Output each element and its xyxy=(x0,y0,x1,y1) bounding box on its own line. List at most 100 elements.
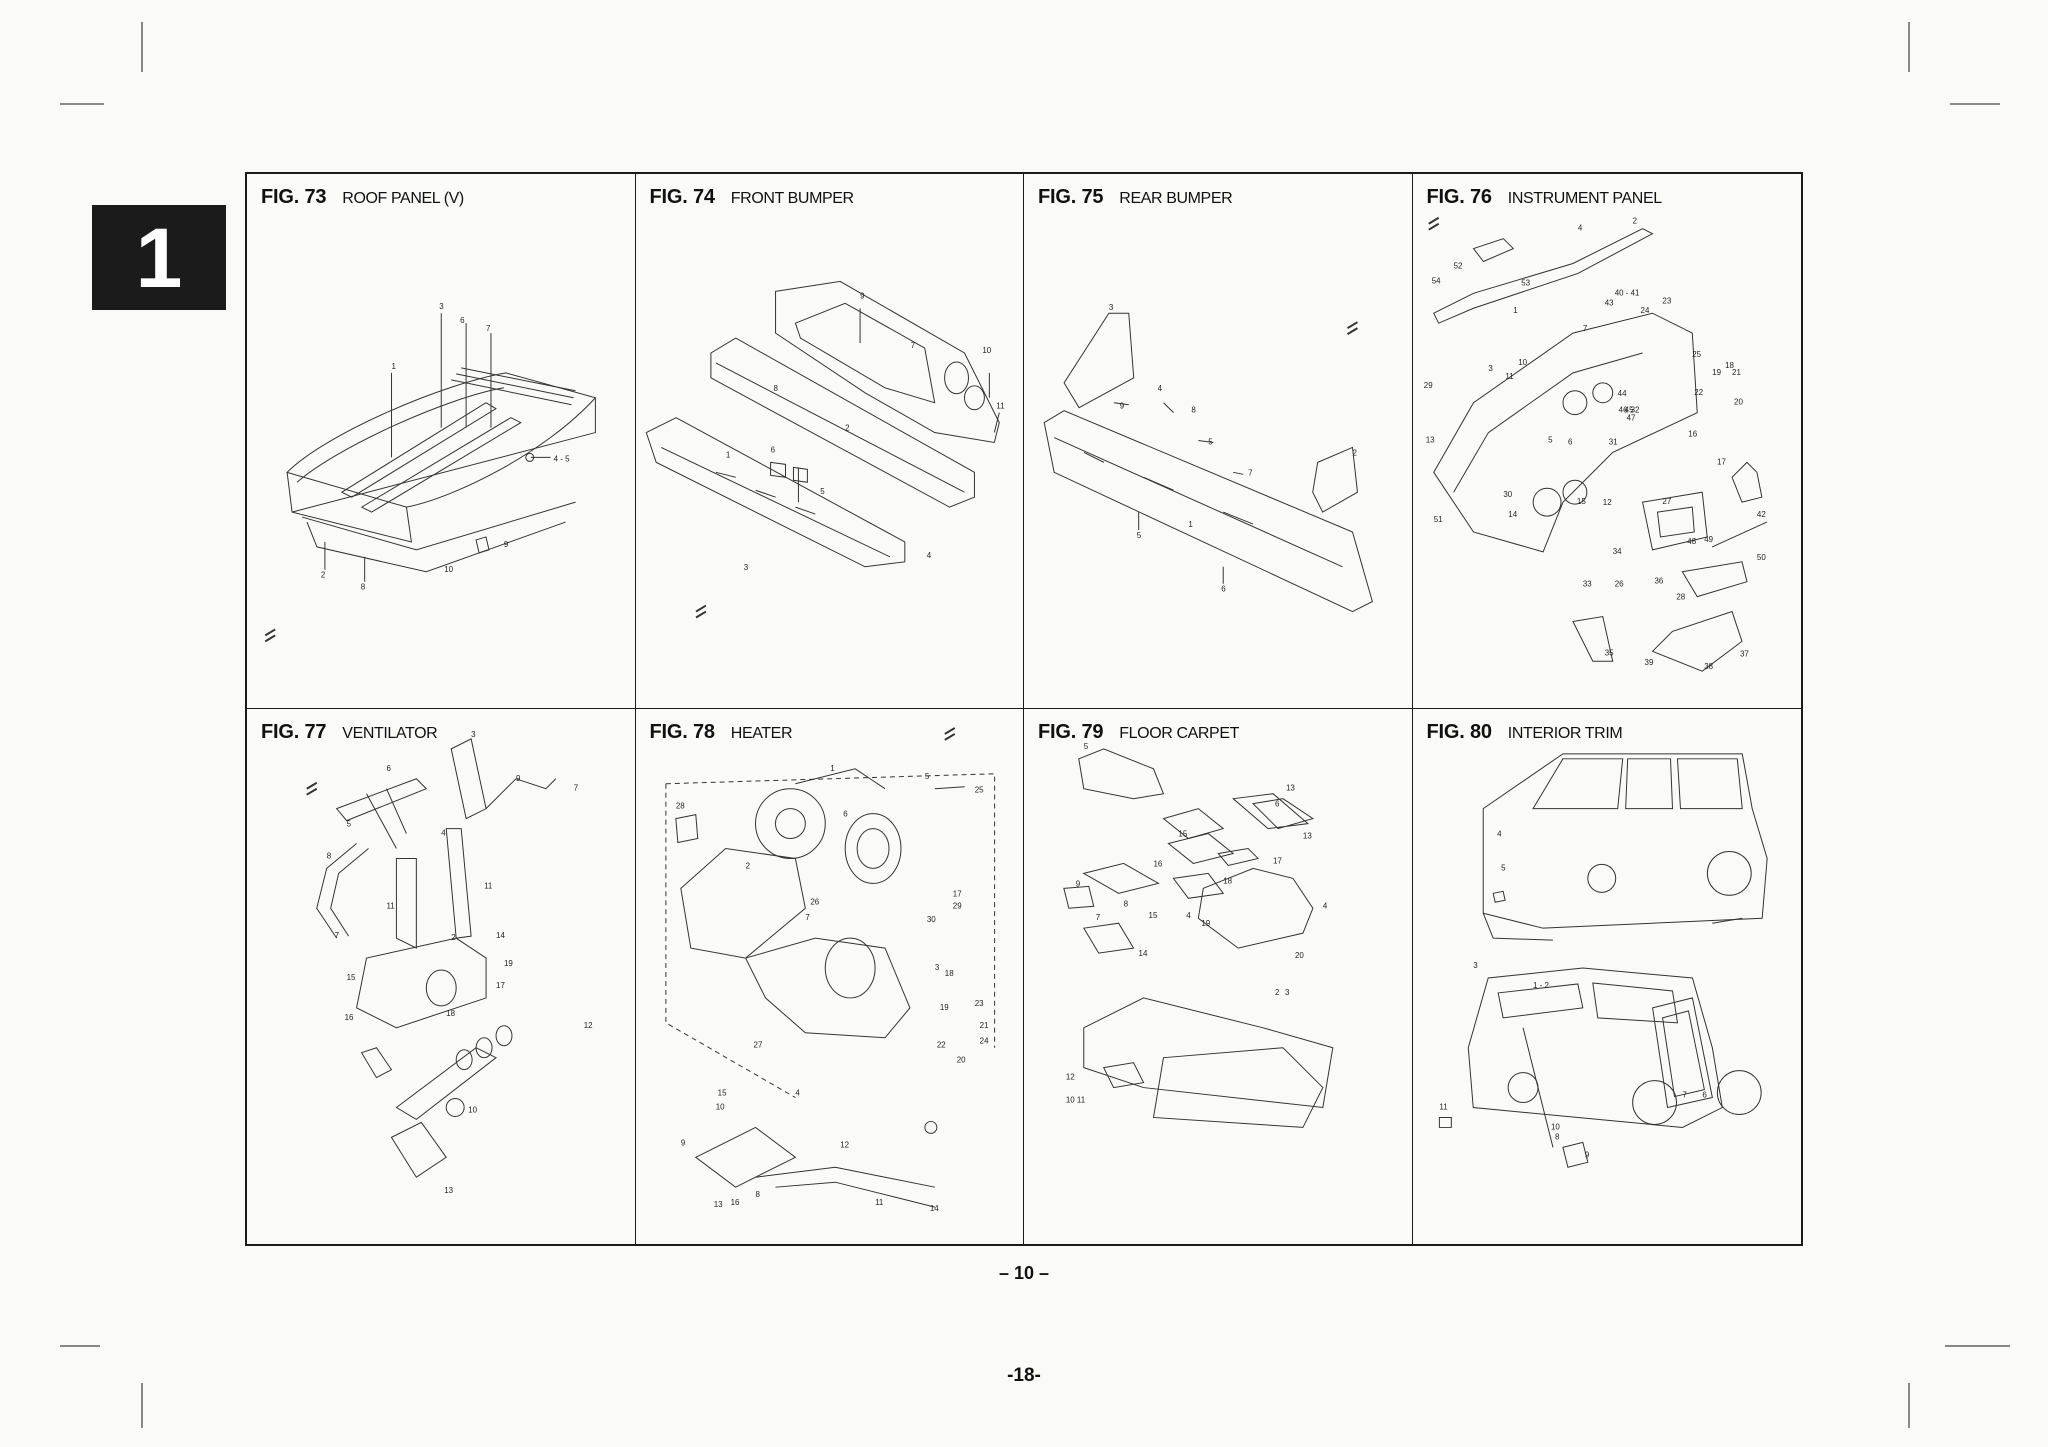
svg-text:13: 13 xyxy=(1303,832,1312,841)
svg-text:2: 2 xyxy=(1632,217,1637,226)
crop-mark xyxy=(1908,22,1910,72)
svg-text:7: 7 xyxy=(1248,468,1253,477)
svg-text:39: 39 xyxy=(1644,658,1653,667)
svg-text:6: 6 xyxy=(843,810,848,819)
svg-text:17: 17 xyxy=(496,981,505,990)
svg-text:6: 6 xyxy=(386,764,391,773)
svg-text:1: 1 xyxy=(1188,520,1193,529)
svg-text:49: 49 xyxy=(1704,535,1713,544)
svg-text:29: 29 xyxy=(1423,381,1432,390)
svg-text:15: 15 xyxy=(1576,497,1585,506)
svg-text:17: 17 xyxy=(1273,856,1282,865)
svg-text:10: 10 xyxy=(1518,358,1527,367)
svg-text:21: 21 xyxy=(1732,368,1741,377)
svg-text:53: 53 xyxy=(1521,278,1530,287)
svg-text:10: 10 xyxy=(982,346,991,355)
svg-text:13: 13 xyxy=(444,1186,453,1195)
svg-text:9: 9 xyxy=(1120,402,1125,411)
svg-text:10: 10 xyxy=(715,1102,724,1111)
svg-text:13: 13 xyxy=(1286,784,1295,793)
svg-text:7: 7 xyxy=(1582,324,1587,333)
svg-text:28: 28 xyxy=(1676,593,1685,602)
svg-text:19: 19 xyxy=(1201,919,1210,928)
svg-text:15: 15 xyxy=(717,1089,726,1098)
svg-text:7: 7 xyxy=(1096,913,1101,922)
figure-title: HEATER xyxy=(730,725,793,742)
section-number: 1 xyxy=(135,210,183,305)
svg-text:42: 42 xyxy=(1756,510,1765,519)
svg-text:9: 9 xyxy=(680,1138,685,1147)
svg-text:3: 3 xyxy=(1109,303,1114,312)
svg-text:8: 8 xyxy=(773,384,778,393)
svg-text:10: 10 xyxy=(444,565,453,574)
page-number: – 10 – xyxy=(998,1263,1050,1283)
svg-text:7: 7 xyxy=(805,913,810,922)
svg-text:8: 8 xyxy=(327,851,332,860)
svg-text:47: 47 xyxy=(1626,414,1635,423)
svg-text:3: 3 xyxy=(1488,364,1493,373)
crop-mark xyxy=(1945,1345,2010,1347)
svg-text:4: 4 xyxy=(1497,830,1502,839)
svg-text:23: 23 xyxy=(974,999,983,1008)
svg-text:40 - 41: 40 - 41 xyxy=(1614,288,1639,297)
svg-text:8: 8 xyxy=(1554,1132,1559,1141)
svg-text:18: 18 xyxy=(944,969,953,978)
svg-text:2: 2 xyxy=(451,933,456,942)
svg-text:3: 3 xyxy=(471,730,476,739)
svg-text:44: 44 xyxy=(1617,389,1626,398)
svg-text:45: 45 xyxy=(1624,406,1633,415)
crop-mark xyxy=(141,22,143,72)
svg-text:5: 5 xyxy=(347,820,352,829)
svg-text:21: 21 xyxy=(979,1021,988,1030)
svg-text:18: 18 xyxy=(1223,876,1232,885)
roof-panel-diagram: 1 2 3 4 - 5 6 7 8 9 10 xyxy=(247,174,635,708)
svg-text:25: 25 xyxy=(1692,350,1701,359)
figure-number: FIG. 74 xyxy=(649,186,715,208)
rear-bumper-diagram: 1 2 3 4 5 5 6 7 8 9 xyxy=(1024,174,1412,708)
svg-text:6: 6 xyxy=(1567,437,1572,446)
svg-text:14: 14 xyxy=(1508,510,1517,519)
svg-text:8: 8 xyxy=(1124,899,1129,908)
svg-text:7: 7 xyxy=(335,931,340,940)
svg-text:38: 38 xyxy=(1704,662,1713,671)
svg-text:7: 7 xyxy=(574,784,579,793)
svg-text:9: 9 xyxy=(1076,879,1081,888)
svg-text:2: 2 xyxy=(845,424,850,433)
svg-text:4: 4 xyxy=(1323,901,1328,910)
svg-text:7: 7 xyxy=(1682,1091,1687,1100)
instrument-panel-diagram: 1 2 3 4 5 6 7 10 11 12 13 14 15 16 17 18… xyxy=(1413,174,1802,708)
svg-text:14: 14 xyxy=(496,931,505,940)
svg-text:4: 4 xyxy=(1158,384,1163,393)
svg-text:6: 6 xyxy=(1221,585,1226,594)
crop-mark xyxy=(60,1345,100,1347)
svg-text:2: 2 xyxy=(745,861,750,870)
svg-text:11: 11 xyxy=(996,402,1005,411)
svg-text:3: 3 xyxy=(1473,961,1478,970)
svg-text:10: 10 xyxy=(1550,1122,1559,1131)
svg-text:4 - 5: 4 - 5 xyxy=(554,454,570,463)
svg-text:4: 4 xyxy=(1186,911,1191,920)
svg-text:24: 24 xyxy=(979,1037,988,1046)
svg-text:14: 14 xyxy=(1139,949,1148,958)
svg-text:12: 12 xyxy=(1066,1073,1075,1082)
svg-text:11: 11 xyxy=(1505,372,1514,381)
figure-number: FIG. 79 xyxy=(1038,721,1104,743)
svg-text:33: 33 xyxy=(1582,580,1591,589)
sheet-number: -18- xyxy=(1007,1365,1041,1386)
svg-text:13: 13 xyxy=(1425,435,1434,444)
svg-text:29: 29 xyxy=(952,901,961,910)
svg-text:2: 2 xyxy=(1275,988,1280,997)
svg-text:15: 15 xyxy=(1178,830,1187,839)
svg-text:9: 9 xyxy=(1584,1150,1589,1159)
svg-text:3: 3 xyxy=(439,302,444,311)
svg-text:17: 17 xyxy=(952,889,961,898)
svg-text:18: 18 xyxy=(1725,361,1734,370)
svg-text:8: 8 xyxy=(755,1190,760,1199)
